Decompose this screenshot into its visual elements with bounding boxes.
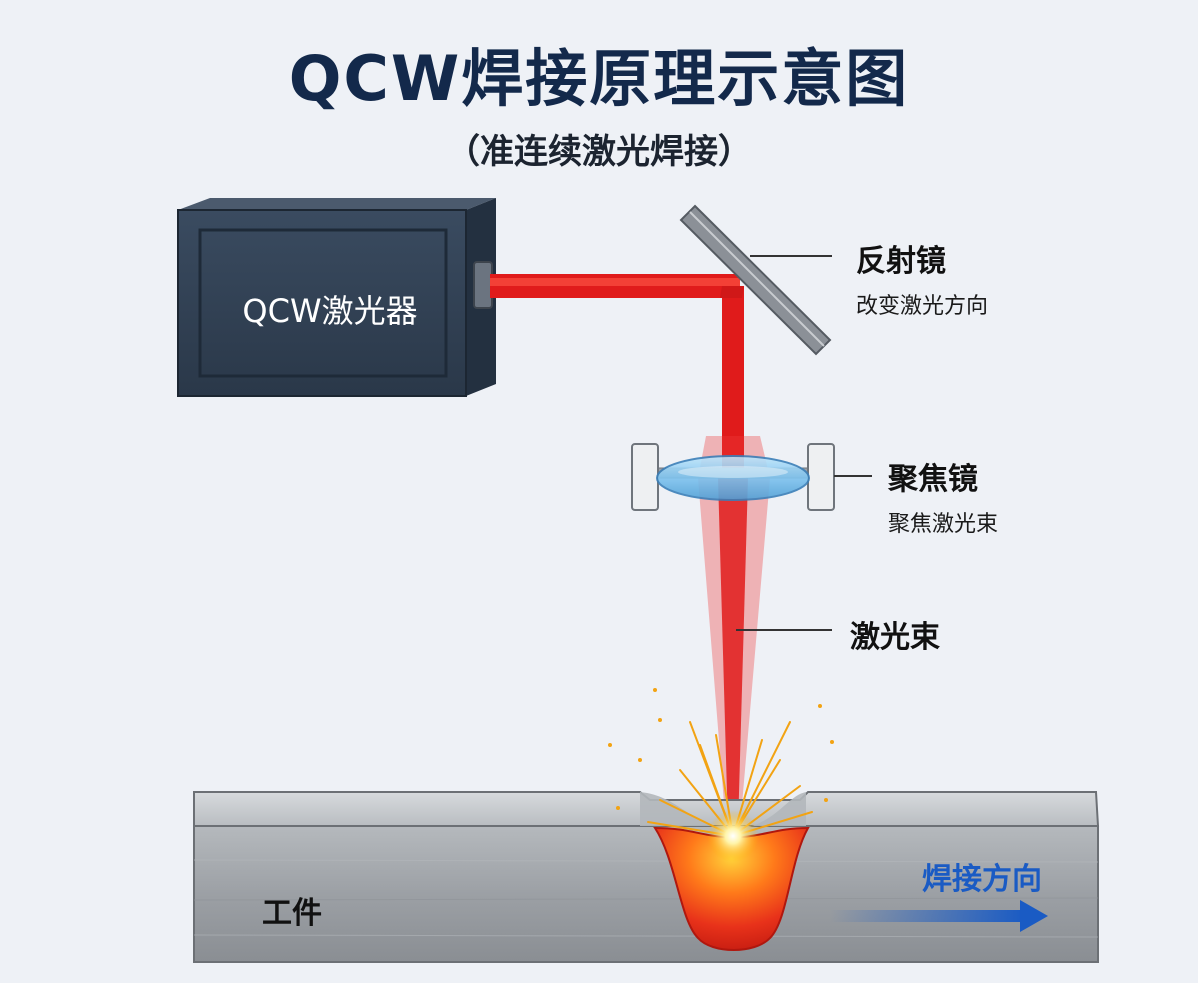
- beam-label: 激光束: [850, 620, 940, 655]
- focusing-lens: [631, 443, 835, 511]
- focused-beam-cone: [698, 436, 770, 828]
- lens-label: 聚焦镜: [888, 462, 978, 497]
- mirror: [679, 204, 832, 356]
- mirror-description: 改变激光方向: [856, 294, 989, 319]
- mirror-label: 反射镜: [856, 244, 946, 279]
- direction-label: 焊接方向: [922, 862, 1042, 897]
- focal-spot-glow: [707, 810, 759, 862]
- laser-label: QCW激光器: [242, 292, 418, 330]
- laser-beam-vertical: [720, 286, 744, 476]
- lens-description: 聚焦激光束: [888, 512, 999, 537]
- workpiece: [193, 791, 1100, 963]
- welding-direction-arrow: [830, 900, 1048, 932]
- workpiece-label: 工件: [262, 896, 322, 931]
- laser-beam-horizontal: [490, 274, 740, 298]
- page-title: QCW焊接原理示意图: [288, 42, 910, 115]
- qcw-laser-source: [177, 198, 496, 397]
- page-subtitle: （准连续激光焊接）: [446, 132, 752, 172]
